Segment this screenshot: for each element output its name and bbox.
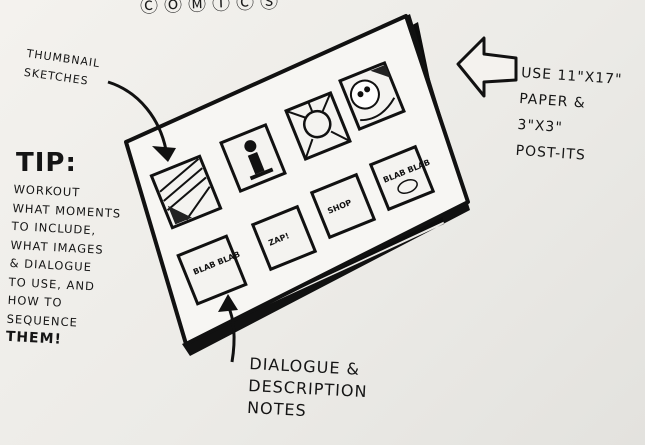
paper-note-arrow: [458, 38, 516, 96]
